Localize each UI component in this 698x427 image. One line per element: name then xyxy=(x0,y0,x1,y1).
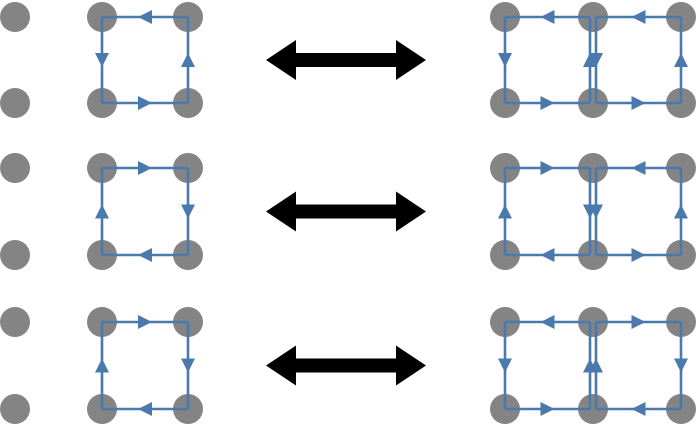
loop-counterclockwise xyxy=(589,10,688,110)
double-headed-arrow-icon xyxy=(266,40,426,80)
lattice-node xyxy=(578,240,608,270)
loop-counterclockwise xyxy=(95,10,195,110)
left-plaquette xyxy=(0,307,203,424)
loop-counterclockwise xyxy=(498,10,597,110)
lattice-node xyxy=(0,153,30,183)
lattice-node xyxy=(578,394,608,424)
right-plaquette-pair xyxy=(490,2,696,118)
lattice-node xyxy=(0,240,30,270)
loop-clockwise xyxy=(589,315,688,416)
lattice-node xyxy=(0,88,30,118)
loop-clockwise xyxy=(498,161,597,262)
lattice-node xyxy=(0,394,30,424)
lattice-node xyxy=(0,307,30,337)
diagram-row xyxy=(0,153,696,270)
lattice-node xyxy=(0,2,30,32)
left-plaquette xyxy=(0,153,203,270)
loop-counterclockwise xyxy=(498,315,597,416)
right-plaquette-pair xyxy=(490,153,696,270)
lattice-node xyxy=(578,307,608,337)
double-headed-arrow-icon xyxy=(266,345,426,386)
diagram-row xyxy=(0,2,696,118)
lattice-node xyxy=(578,153,608,183)
diagram-row xyxy=(0,307,696,424)
right-plaquette-pair xyxy=(490,307,696,424)
left-plaquette xyxy=(0,2,203,118)
lattice-node xyxy=(578,88,608,118)
lattice-node xyxy=(578,2,608,32)
double-headed-arrow-icon xyxy=(266,191,426,232)
loop-clockwise xyxy=(95,161,195,262)
loop-counterclockwise xyxy=(589,161,688,262)
loop-clockwise xyxy=(95,315,195,416)
